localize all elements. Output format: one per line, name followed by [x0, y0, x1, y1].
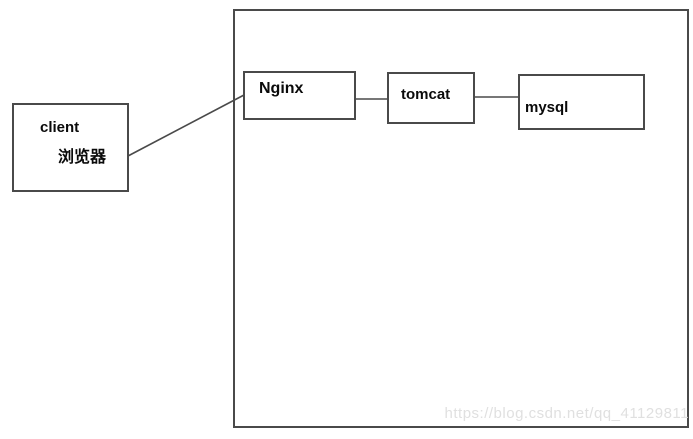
node-tomcat-label: tomcat [401, 86, 451, 103]
node-nginx-label: Nginx [259, 80, 304, 97]
connector-client-nginx [127, 94, 245, 157]
node-mysql-label: mysql [525, 99, 569, 116]
node-client-label: client [40, 119, 80, 136]
watermark-text: https://blog.csdn.net/qq_41129811 [444, 405, 689, 422]
node-tomcat: tomcat [387, 72, 475, 124]
node-client: client 浏览器 [12, 103, 129, 192]
node-mysql: mysql [518, 74, 645, 130]
outer-container-box [233, 9, 689, 428]
node-client-sublabel: 浏览器 [58, 149, 107, 166]
node-nginx: Nginx [243, 71, 356, 120]
